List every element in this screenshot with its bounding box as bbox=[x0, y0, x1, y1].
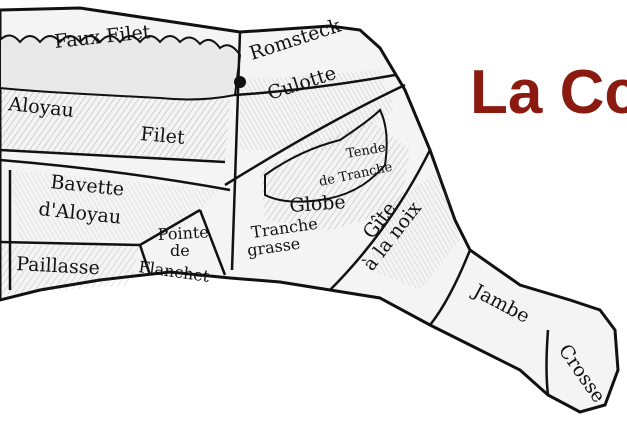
label-pointe-line2: de bbox=[170, 241, 190, 260]
label-filet: Filet bbox=[140, 123, 186, 149]
label-globe: Globe bbox=[289, 191, 347, 217]
romsteck-node bbox=[234, 76, 246, 88]
label-paillasse: Paillasse bbox=[16, 253, 101, 279]
page-heading: La Cc bbox=[470, 62, 627, 124]
